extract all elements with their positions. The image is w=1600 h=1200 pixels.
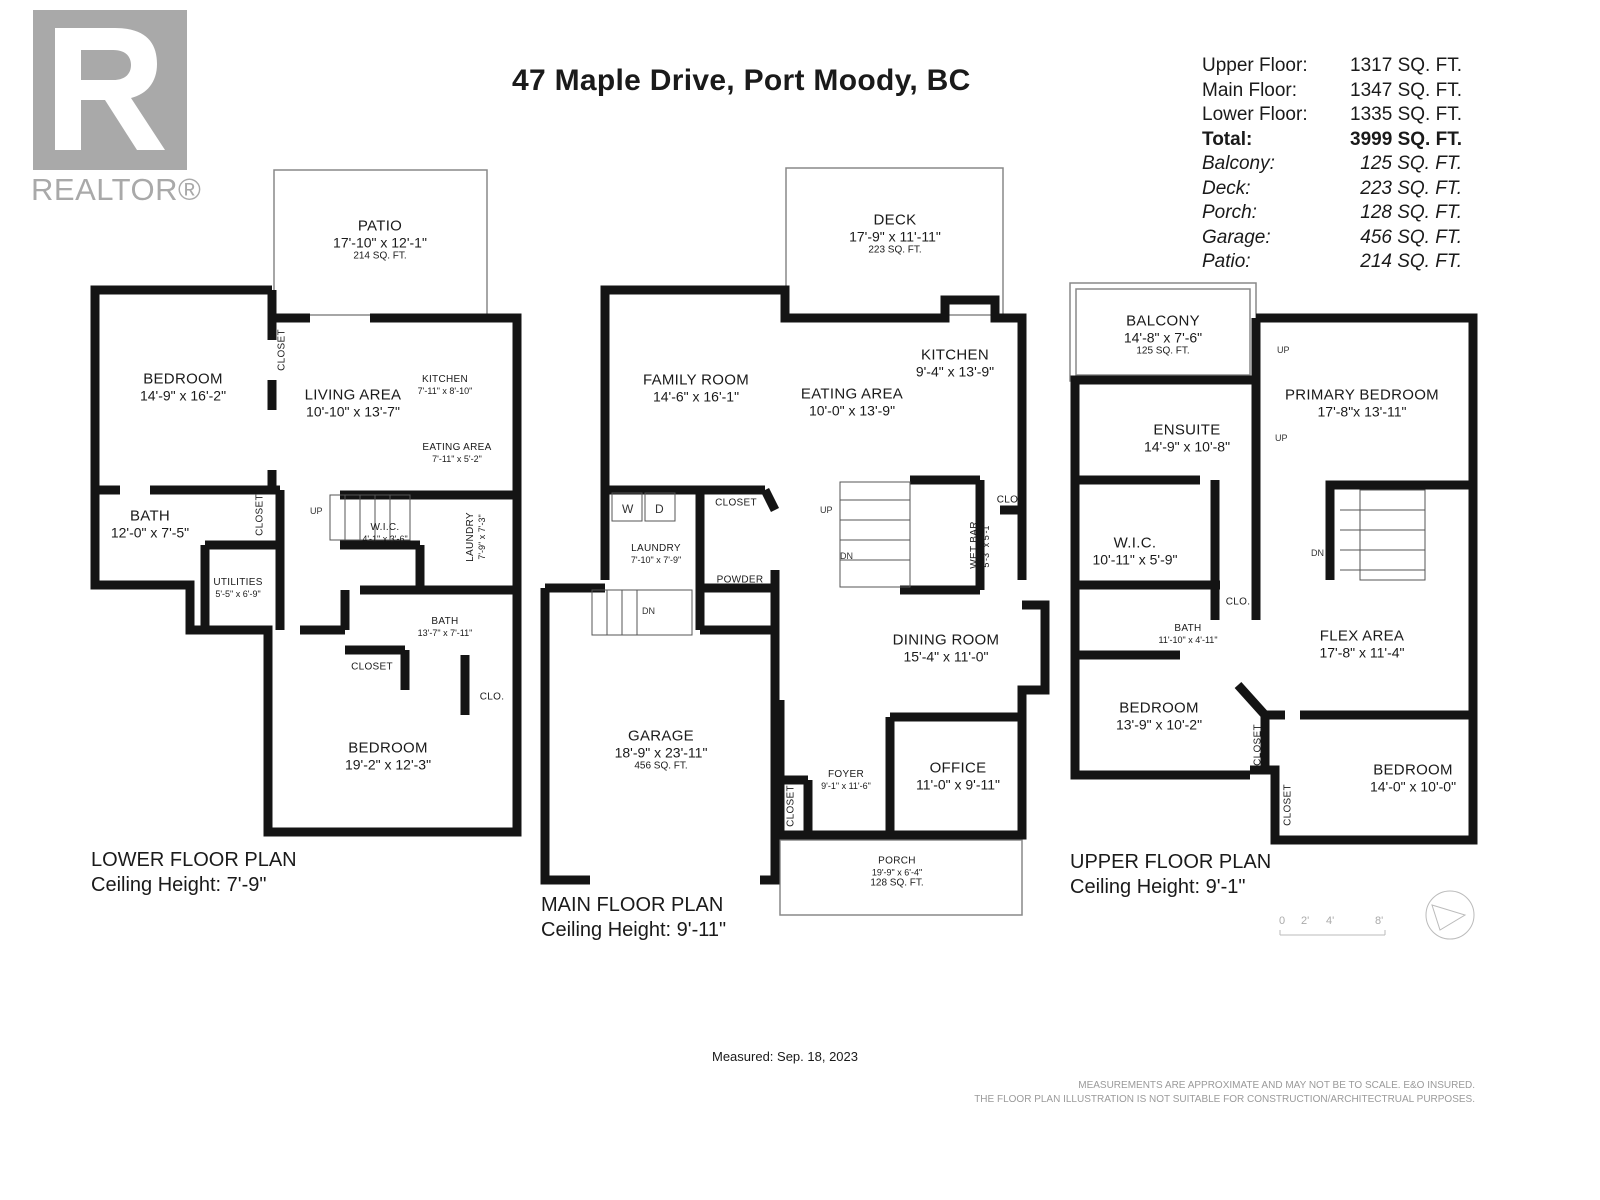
scale-bar	[1279, 930, 1386, 936]
area-summary: Upper Floor:1317 SQ. FT. Main Floor:1347…	[1202, 54, 1462, 275]
summary-row: Lower Floor:1335 SQ. FT.	[1202, 104, 1462, 125]
room-powder: POWDER	[716, 574, 764, 586]
room-clo: CLO.	[1225, 596, 1251, 608]
scale-tick: 2'	[1301, 915, 1310, 927]
summary-row: Patio:214 SQ. FT.	[1202, 251, 1462, 272]
scale-tick: 8'	[1375, 915, 1384, 927]
summary-row: Deck:223 SQ. FT.	[1202, 177, 1462, 199]
room-closet: CLOSET	[276, 329, 288, 371]
disclaimer-line: THE FLOOR PLAN ILLUSTRATION IS NOT SUITA…	[974, 1094, 1475, 1105]
realtor-logo-text: REALTOR®	[31, 172, 202, 207]
walls	[90, 285, 1478, 885]
summary-row: Upper Floor:1317 SQ. FT.	[1202, 55, 1462, 76]
compass-icon	[1425, 890, 1475, 940]
room-clo: CLO.	[479, 691, 505, 703]
room-closet: CLOSET	[715, 497, 757, 509]
summary-row: Garage:456 SQ. FT.	[1202, 226, 1462, 248]
page-title: 47 Maple Drive, Port Moody, BC	[512, 64, 971, 97]
stair-up-label: UP	[310, 506, 323, 516]
room-closet: CLOSET	[1252, 724, 1264, 766]
scale-tick: 4'	[1326, 915, 1335, 927]
room-wic: W.I.C.4'-1" x 3'-6"	[362, 522, 408, 544]
room-clo: CLO.	[996, 494, 1022, 506]
stair-up-label: UP	[820, 505, 833, 515]
stairs	[329, 481, 1426, 636]
summary-row: Balcony:125 SQ. FT.	[1202, 153, 1462, 174]
ensuite-step-up-label: UP	[1275, 433, 1288, 443]
room-closet: CLOSET	[254, 494, 266, 536]
room-closet: CLOSET	[1282, 784, 1294, 826]
room-closet: CLOSET	[785, 785, 797, 827]
summary-row: Porch:128 SQ. FT.	[1202, 202, 1462, 223]
realtor-logo-mark	[33, 10, 187, 170]
washer-label: W	[622, 502, 634, 516]
dryer-label: D	[655, 502, 664, 516]
balcony-step-up-label: UP	[1277, 345, 1290, 355]
scale-tick: 0	[1279, 915, 1286, 927]
disclaimer-line: MEASUREMENTS ARE APPROXIMATE AND MAY NOT…	[1078, 1080, 1475, 1091]
measured-date: Measured: Sep. 18, 2023	[712, 1049, 858, 1064]
porch-outline	[779, 839, 1023, 916]
stair-down-label: DN	[1311, 548, 1324, 558]
stair-down-label: DN	[840, 551, 853, 561]
garage-stair-down-label: DN	[642, 606, 655, 616]
summary-total-row: Total:3999 SQ. FT.	[1202, 128, 1462, 150]
room-wic: W.I.C.10'-11" x 5'-9"	[1092, 534, 1178, 568]
summary-row: Main Floor:1347 SQ. FT.	[1202, 79, 1462, 101]
room-closet: CLOSET	[351, 661, 393, 673]
